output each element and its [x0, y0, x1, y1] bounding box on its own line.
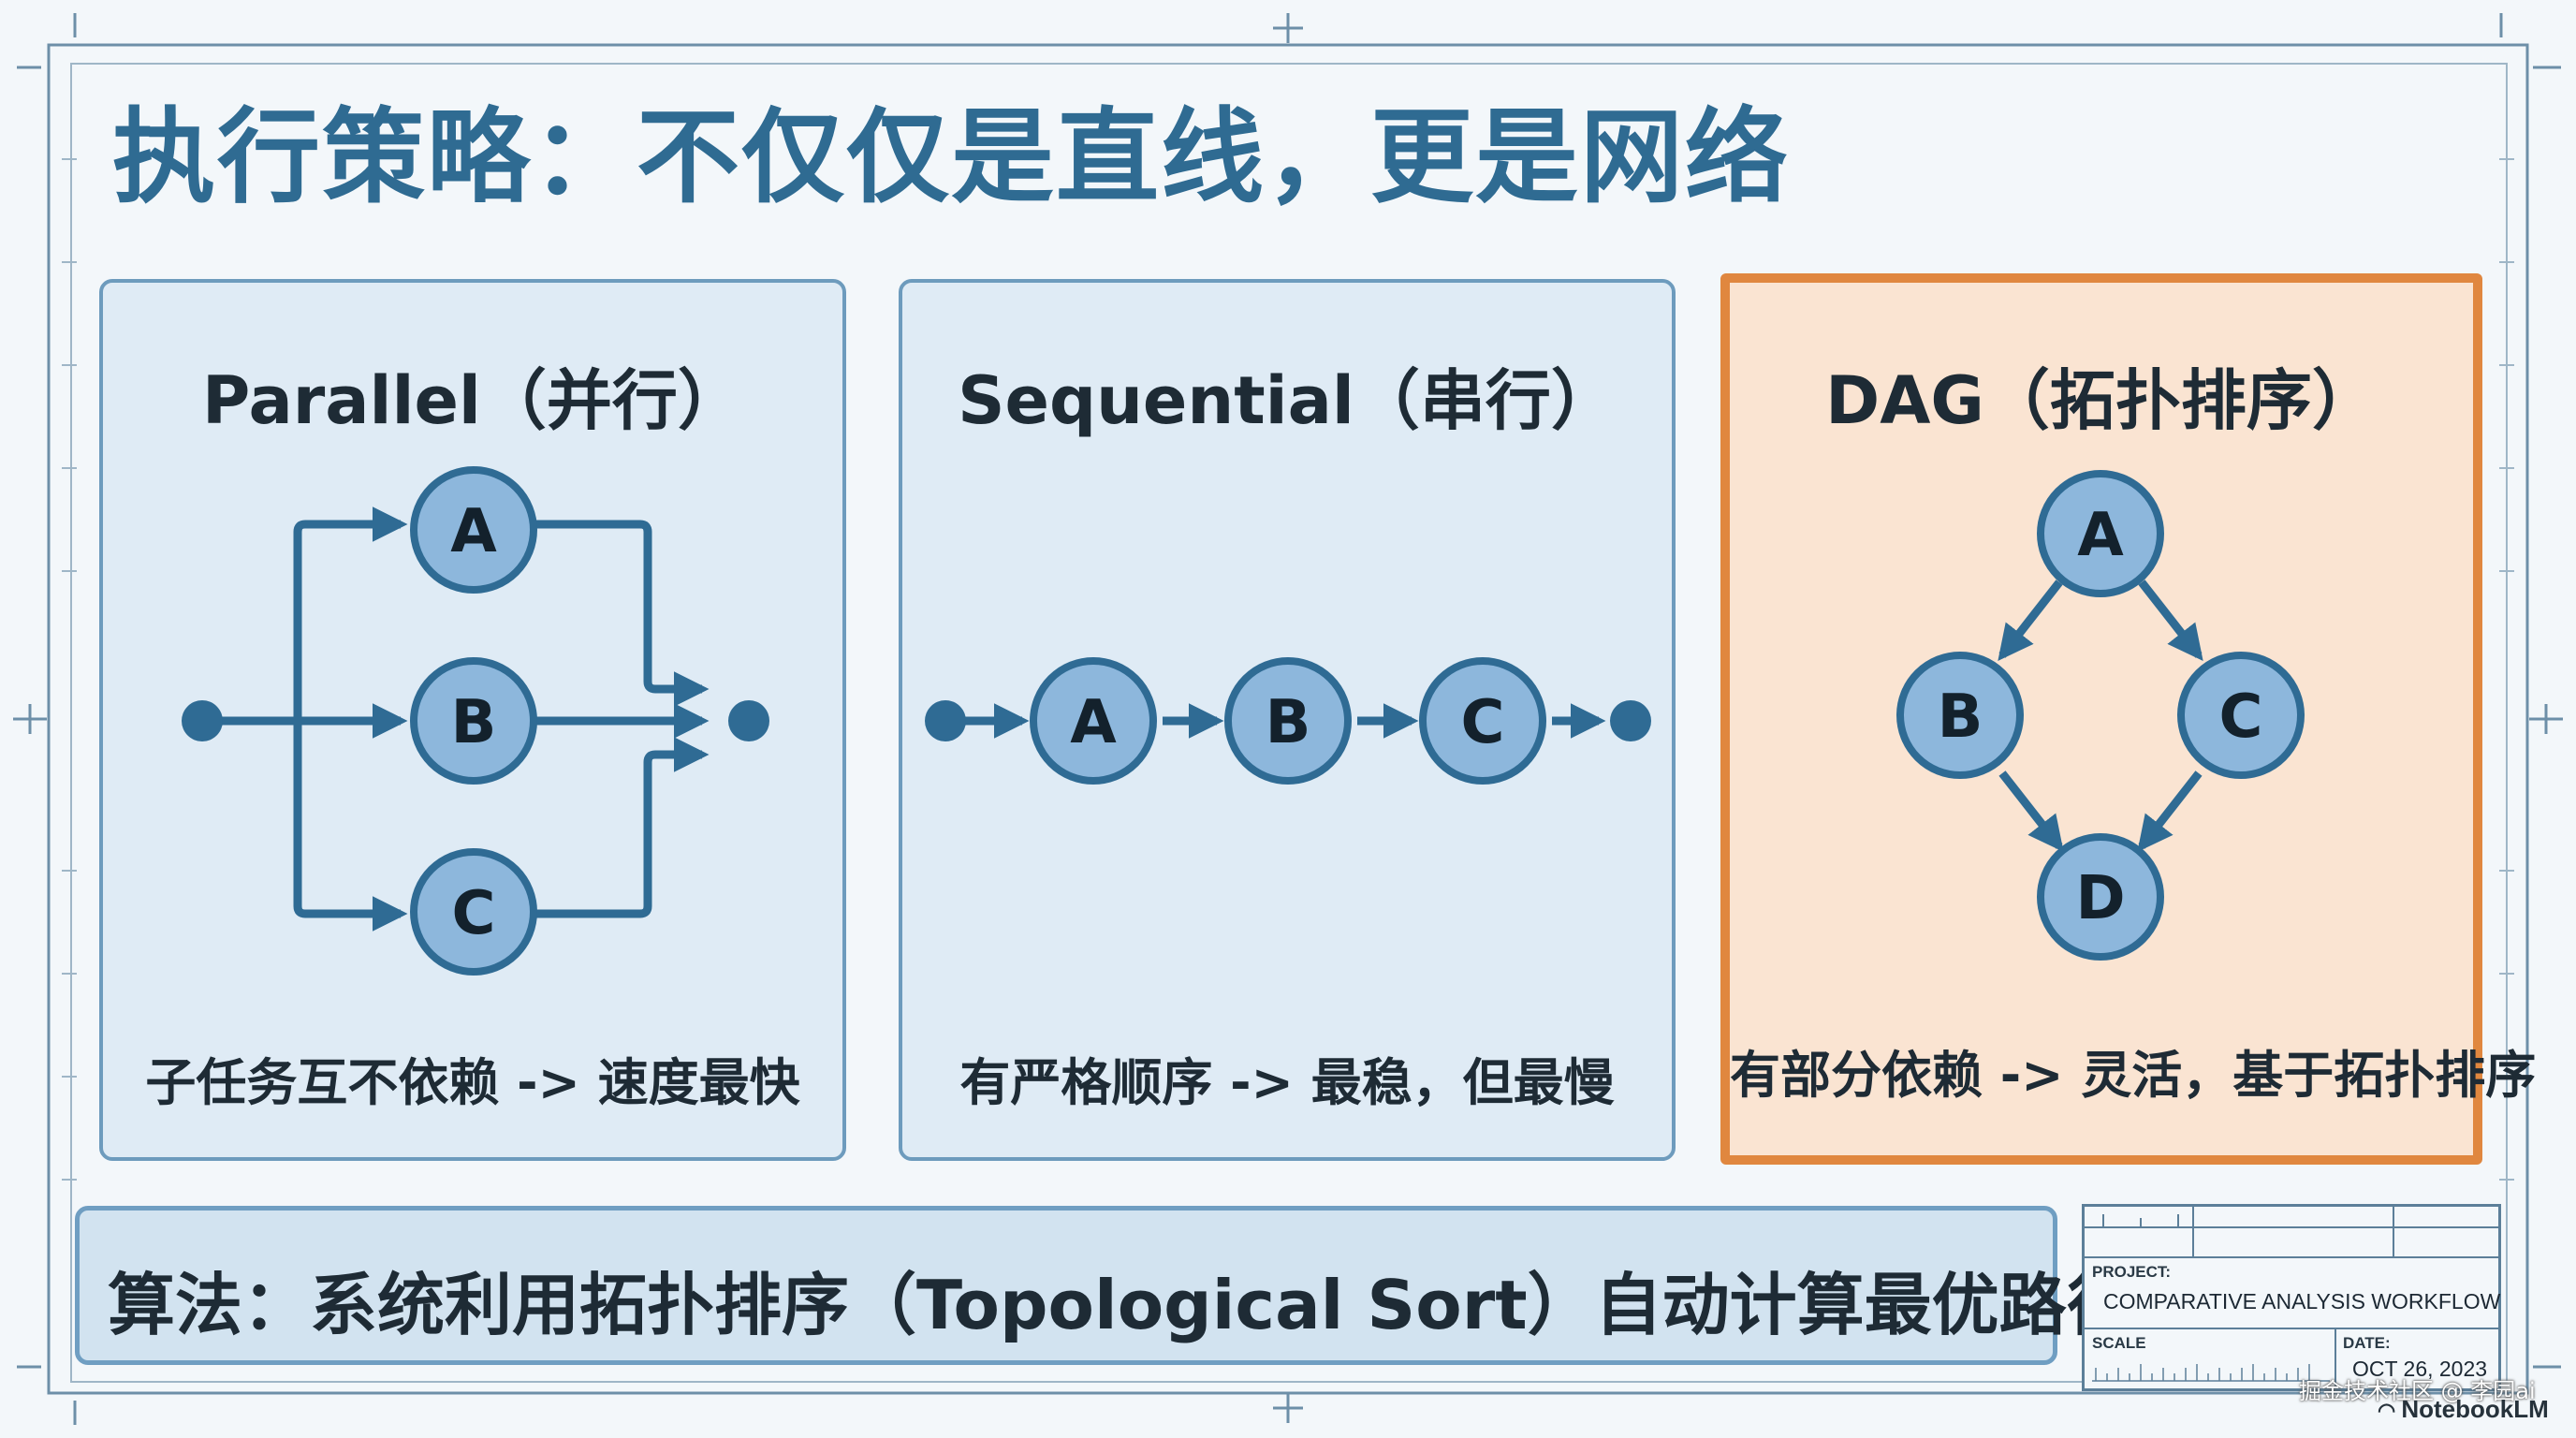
node-a-label: A	[1070, 688, 1117, 757]
node-c-label: C	[1461, 688, 1505, 757]
edge-c-to-end	[534, 737, 710, 918]
dag-caption: 有部分依赖 -> 灵活，基于拓扑排序	[1730, 1046, 2537, 1105]
dag-panel: DAG（拓扑排序） A B C D 有部分依赖 -> 灵活	[1720, 273, 2537, 1165]
edge-a-to-c	[2138, 580, 2203, 661]
node-a-label: A	[450, 497, 497, 566]
sequential-caption: 有严格顺序 -> 最稳，但最慢	[959, 1053, 1615, 1112]
start-dot	[182, 700, 223, 741]
drawing-title-block: PROJECT: COMPARATIVE ANALYSIS WORKFLOW S…	[2082, 1204, 2501, 1391]
date-label: DATE:	[2343, 1334, 2391, 1352]
node-a: A	[2037, 470, 2164, 597]
notebooklm-logo-icon: ◠	[2378, 1399, 2402, 1422]
parallel-panel: Parallel（并行） A B C 子任务互不依赖 -	[99, 279, 846, 1161]
node-d: D	[2037, 833, 2164, 961]
node-b: B	[1224, 657, 1352, 785]
node-b-label: B	[451, 688, 497, 757]
node-a-label: A	[2077, 501, 2124, 570]
parallel-title: Parallel（并行）	[202, 362, 743, 439]
brand-label: NotebookLM	[2401, 1395, 2549, 1423]
edge-c-to-d	[2137, 770, 2203, 852]
node-a: A	[410, 466, 537, 594]
sequential-panel: Sequential（串行） A B C 有严格顺序 -> 最稳，但最慢	[899, 279, 1676, 1161]
node-c: C	[1419, 657, 1546, 785]
page-title: 执行策略：不仅仅是直线，更是网络	[112, 97, 1790, 217]
algorithm-note-bar: 算法：系统利用拓扑排序（Topological Sort）自动计算最优路径。	[75, 1206, 2202, 1365]
node-c: C	[2177, 652, 2305, 779]
edge-start-to-c	[293, 721, 408, 932]
edge-start-to-a	[202, 506, 408, 726]
edge-b-to-d	[1998, 770, 2064, 852]
start-dot	[925, 700, 966, 741]
algorithm-note: 算法：系统利用拓扑排序（Topological Sort）自动计算最优路径。	[108, 1266, 2202, 1344]
project-value: COMPARATIVE ANALYSIS WORKFLOW	[2103, 1289, 2501, 1313]
watermark: 掘金技术社区 @ 李园ai	[2299, 1378, 2536, 1404]
node-c: C	[410, 848, 537, 976]
parallel-caption: 子任务互不依赖 -> 速度最快	[145, 1053, 800, 1112]
node-d-label: D	[2075, 864, 2125, 933]
edge-a-to-b	[1998, 580, 2063, 661]
edge-a-to-end	[534, 520, 710, 707]
node-b: B	[1896, 652, 2024, 779]
sequential-title: Sequential（串行）	[958, 362, 1617, 439]
node-b-label: B	[1266, 688, 1311, 757]
notebooklm-brand: ◠ NotebookLM	[2378, 1395, 2549, 1424]
dag-title: DAG（拓扑排序）	[1825, 362, 2378, 439]
node-c-label: C	[452, 879, 496, 948]
project-label: PROJECT:	[2092, 1263, 2172, 1281]
scale-ruler	[2092, 1364, 2330, 1382]
end-dot	[728, 700, 769, 741]
title-block-grid	[2085, 1207, 2498, 1388]
node-b: B	[410, 657, 537, 785]
parallel-diagram: A B C	[182, 466, 769, 976]
node-b-label: B	[1938, 682, 1983, 752]
end-dot	[1610, 700, 1651, 741]
scale-label: SCALE	[2092, 1334, 2146, 1352]
dag-diagram: A B C D	[1896, 470, 2305, 961]
date-value: OCT 26, 2023	[2352, 1357, 2488, 1381]
node-c-label: C	[2219, 682, 2263, 752]
sequential-diagram: A B C	[925, 657, 1651, 785]
node-a: A	[1030, 657, 1157, 785]
